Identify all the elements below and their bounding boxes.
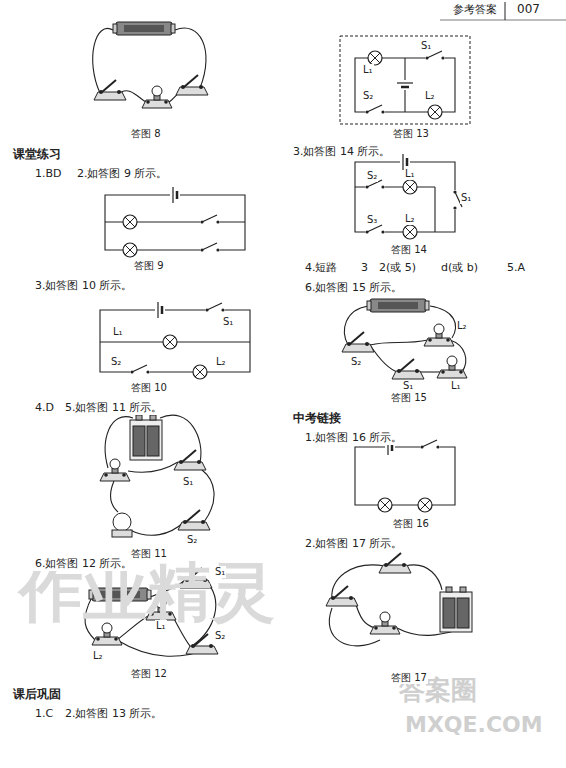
- answer-text: 4.D: [34, 402, 55, 415]
- answer-text: 答图 10: [130, 382, 168, 394]
- answer-text: L₁: [404, 168, 416, 180]
- answer-text: S₁: [222, 316, 234, 328]
- answer-text: 1.如答图 16 所示。: [304, 432, 404, 445]
- answer-text: 课后巩固: [12, 688, 62, 702]
- answer-text: 2.如答图 9 所示。: [76, 168, 169, 181]
- answer-text: L₂: [404, 213, 416, 225]
- answer-text: 6.如答图 15 所示。: [304, 282, 404, 295]
- answer-text: L₁: [112, 326, 124, 338]
- answer-text: L₁: [450, 380, 462, 392]
- answer-text: 课堂练习: [12, 148, 62, 162]
- answer-text: S₁: [460, 192, 472, 204]
- answer-text: 5.如答图 11 所示。: [64, 402, 164, 415]
- answer-text: 1.BD: [34, 168, 63, 181]
- answer-text: 2(或 5): [378, 262, 417, 275]
- answer-text: S₁: [420, 40, 432, 52]
- answer-text: L₁: [155, 620, 167, 632]
- answer-text: 参考答案: [452, 4, 498, 17]
- answer-text: 3.如答图 10 所示。: [34, 280, 134, 293]
- answer-text: S₂: [362, 90, 374, 102]
- answer-text: 答图 12: [130, 668, 168, 680]
- answer-text: 答图 9: [133, 260, 165, 272]
- answer-text: 6.如答图 12 所示。: [34, 558, 134, 571]
- answer-text: 答图 16: [392, 518, 430, 530]
- answer-text: 中考链接: [292, 412, 342, 426]
- answer-text: S₃: [366, 214, 378, 226]
- answer-text: L₂: [424, 90, 436, 102]
- answer-text: 1.C: [34, 708, 54, 721]
- answer-text: S₁: [214, 566, 226, 578]
- answer-text: 答图 15: [390, 392, 428, 404]
- answer-text: 4.短路: [304, 262, 339, 275]
- answer-text: L₂: [92, 650, 104, 662]
- answer-text: 答图 8: [130, 128, 162, 140]
- answer-text: 答图 17: [390, 672, 428, 684]
- answer-text: 答图 14: [390, 244, 428, 256]
- answer-text: 答图 11: [130, 548, 168, 560]
- answer-text: S₂: [186, 534, 198, 546]
- answer-text: 2.如答图 13 所示。: [64, 708, 164, 721]
- answer-text: S₁: [182, 476, 194, 488]
- answer-text: S₂: [214, 630, 226, 642]
- answer-text: L₂: [456, 320, 468, 332]
- answer-text: 答图 13: [392, 128, 430, 140]
- answer-text: 5.A: [506, 262, 526, 275]
- answer-text: d(或 b): [440, 262, 479, 275]
- answer-text: S₂: [110, 356, 122, 368]
- answer-text: S₂: [366, 170, 378, 182]
- answer-text: 3: [360, 262, 369, 275]
- answer-text: S₁: [402, 380, 414, 392]
- answer-text: 3.如答图 14 所示。: [292, 146, 392, 159]
- watermark: MXQE.COM: [404, 712, 544, 737]
- answer-text: L₂: [215, 356, 227, 368]
- answer-text: 007: [516, 3, 541, 17]
- answer-text: S₂: [350, 356, 362, 368]
- answer-text: L₁: [362, 64, 374, 76]
- answer-text: 2.如答图 17 所示。: [304, 538, 404, 551]
